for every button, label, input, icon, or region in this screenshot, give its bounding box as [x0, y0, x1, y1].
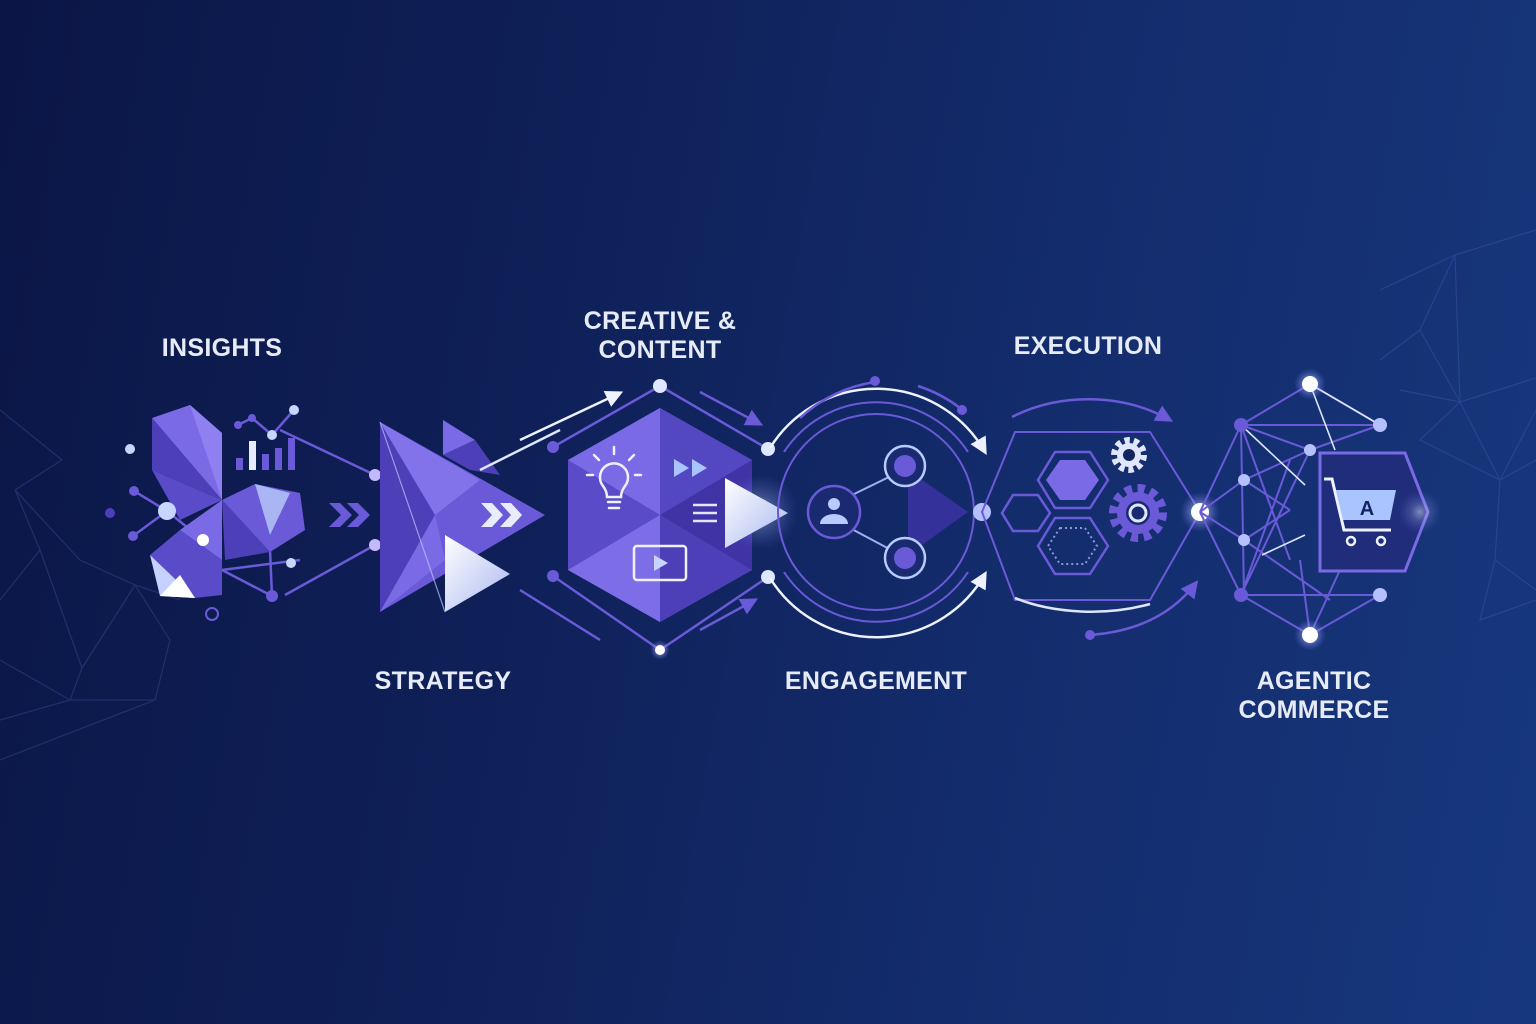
stage-creative-content	[519, 379, 798, 660]
double-chevron-icon	[329, 503, 370, 527]
stage-label-strategy: STRATEGY	[375, 667, 512, 696]
user-icon	[806, 484, 862, 540]
stage-label-execution: EXECUTION	[1014, 332, 1163, 361]
stage-agentic-commerce: A	[1199, 368, 1442, 651]
stage-insights	[105, 405, 376, 621]
lightbulb-icon	[585, 445, 643, 510]
stage-label-engagement: ENGAGEMENT	[785, 667, 967, 696]
label-line: ENGAGEMENT	[784, 667, 968, 695]
label-line: STRATEGY	[374, 667, 512, 695]
fast-forward-icon	[481, 503, 522, 527]
label-line: CONTENT	[598, 336, 722, 364]
stage-label-insights: INSIGHTS	[162, 334, 282, 363]
stage-engagement	[768, 376, 991, 639]
stage-label-agentic-commerce: AGENTIC COMMERCE	[1238, 667, 1389, 725]
bar-chart-icon	[234, 405, 299, 470]
stage-execution	[980, 398, 1220, 640]
label-line: AGENTIC	[1256, 667, 1372, 695]
cart-letter: A	[1360, 498, 1374, 520]
gear-icon	[1109, 484, 1167, 542]
fast-forward-icon	[674, 459, 707, 477]
text-lines-icon	[693, 503, 717, 523]
label-line: COMMERCE	[1238, 696, 1390, 724]
video-play-icon	[632, 544, 688, 582]
stage-strategy	[369, 420, 561, 613]
hexagon-icon	[1000, 450, 1110, 576]
background-mesh-left	[0, 409, 181, 761]
label-line: CREATIVE &	[583, 307, 737, 335]
background-mesh-right	[1379, 229, 1536, 621]
label-line: INSIGHTS	[161, 334, 283, 362]
gear-icon	[1111, 437, 1147, 473]
share-nodes-icon	[883, 444, 927, 580]
label-line: EXECUTION	[1013, 332, 1163, 360]
shopping-cart-icon: A	[1324, 477, 1396, 547]
stage-label-creative-content: CREATIVE & CONTENT	[584, 307, 737, 365]
